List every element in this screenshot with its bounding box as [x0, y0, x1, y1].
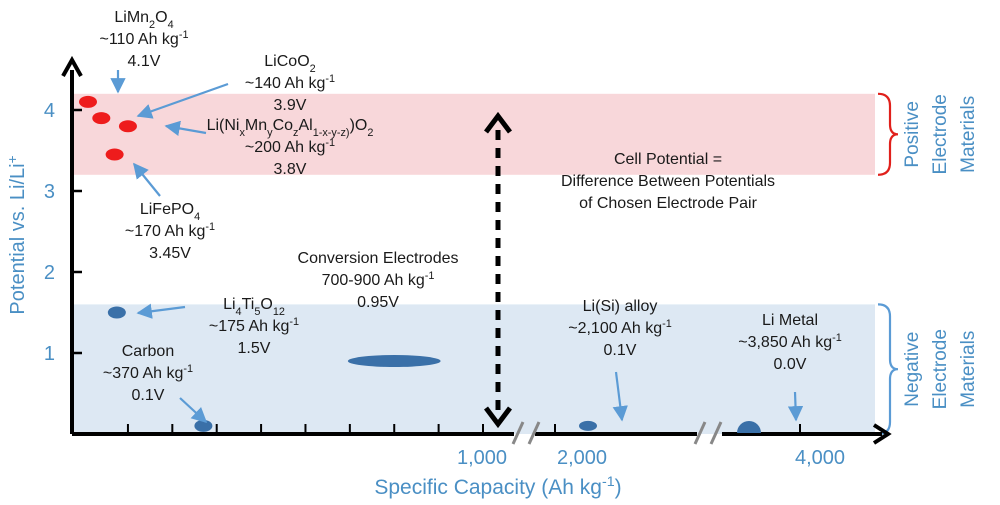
cell-potential-arrowhead-down	[484, 406, 512, 429]
point-label: Li Metal	[762, 312, 818, 329]
negative-label-line: Negative	[902, 332, 923, 407]
point-label: ~110 Ah kg-1	[100, 29, 189, 48]
cell-potential-note: Difference Between Potentials	[561, 173, 775, 190]
point-label: ~3,850 Ah kg-1	[738, 332, 842, 351]
point-label: LiFePO4	[140, 201, 200, 223]
leader-arrow	[787, 391, 804, 422]
point-label: LiMn2O4	[114, 9, 173, 31]
point-label: Carbon	[122, 343, 174, 360]
y-tick-label: 4	[44, 100, 55, 122]
positive-bracket	[877, 92, 899, 176]
point-label: Li4Ti5O12	[223, 296, 285, 318]
y-axis-arrow	[61, 55, 83, 77]
x-tick-label: 1,000	[457, 447, 507, 469]
y-axis-title: Potential vs. Li/Li+	[5, 155, 30, 314]
point-label: 1.5V	[238, 340, 271, 357]
point-label: 700-900 Ah kg-1	[322, 270, 435, 289]
axis-break-mark	[527, 421, 541, 445]
data-points	[79, 95, 761, 433]
leader-arrow	[164, 120, 207, 136]
point-label: 3.9V	[274, 97, 307, 114]
axis-break-mark	[709, 421, 723, 445]
y-tick-label: 2	[44, 262, 55, 284]
negative-label-line: Materials	[958, 331, 979, 408]
data-point-range	[347, 355, 441, 368]
positive-label-line: Materials	[958, 96, 979, 173]
point-label: Li(Si) alloy	[583, 298, 658, 315]
x-axis-arrow	[872, 423, 892, 445]
data-point	[194, 419, 213, 432]
point-label: 0.1V	[132, 387, 165, 404]
data-point	[107, 306, 126, 319]
point-labels: LiMn2O4~110 Ah kg-1 4.1V LiCoO2~140 Ah kg-…	[100, 9, 842, 404]
data-point	[105, 148, 124, 161]
point-label: 0.1V	[604, 342, 637, 359]
negative-label-line: Electrode	[930, 329, 951, 409]
cell-potential-note: Cell Potential =	[614, 151, 722, 168]
point-label: 0.95V	[357, 294, 399, 311]
point-label: 3.45V	[149, 245, 191, 262]
point-label: Conversion Electrodes	[298, 250, 459, 267]
point-label: ~175 Ah kg-1	[209, 316, 299, 335]
point-label: ~140 Ah kg-1	[245, 73, 335, 92]
axis-break-mark	[511, 421, 525, 445]
x-tick-label: 2,000	[557, 447, 607, 469]
positive-label-line: Positive	[902, 101, 923, 168]
y-tick-label: 3	[44, 181, 55, 203]
data-point	[92, 112, 111, 125]
x-axis-title: Specific Capacity (Ah kg-1)	[374, 474, 621, 499]
point-label: ~2,100 Ah kg-1	[568, 318, 672, 337]
data-point	[79, 95, 97, 108]
cell-potential-arrowhead-up	[484, 111, 512, 134]
leader-arrow	[136, 82, 229, 119]
point-label: ~200 Ah kg-1	[245, 137, 335, 156]
point-label: ~170 Ah kg-1	[125, 221, 215, 240]
leader-arrow	[136, 303, 186, 319]
point-label: 0.0V	[774, 356, 807, 373]
point-label: LiCoO2	[264, 53, 315, 75]
leader-arrow	[612, 371, 628, 422]
point-label: 4.1V	[128, 53, 161, 70]
positive-label-line: Electrode	[930, 94, 951, 174]
leader-arrow	[179, 397, 208, 424]
annotations: Cell Potential = Difference Between Poten…	[110, 70, 804, 429]
y-tick-label: 1	[44, 343, 55, 365]
positive-electrode-band	[72, 93, 875, 175]
negative-bracket	[877, 303, 899, 436]
data-point	[118, 120, 137, 133]
point-label: ~370 Ah kg-1	[103, 363, 193, 382]
point-label: Li(NixMnyCozAl1-x-y-z))O2	[207, 117, 374, 139]
point-label: 3.8V	[274, 161, 307, 178]
cell-potential-note: of Chosen Electrode Pair	[579, 195, 758, 212]
data-point	[579, 420, 597, 431]
data-point	[737, 421, 761, 433]
leader-arrow	[133, 162, 161, 197]
axis-break-mark	[693, 421, 707, 445]
x-tick-label: 4,000	[795, 447, 845, 469]
